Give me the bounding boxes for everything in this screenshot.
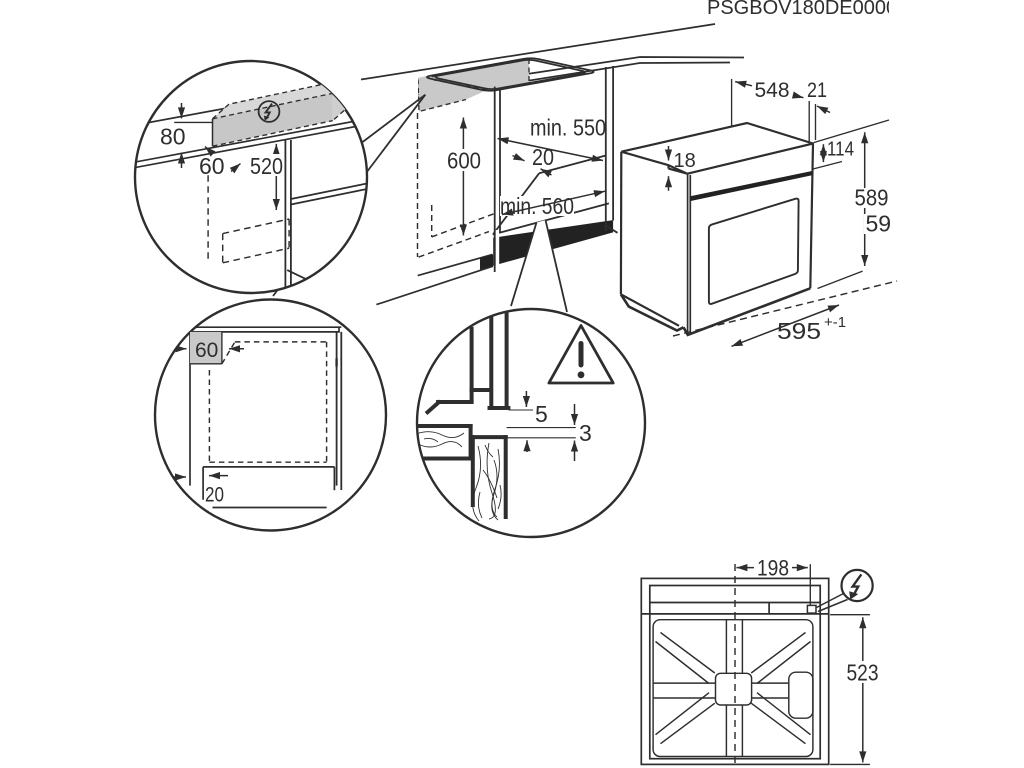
svg-text:114: 114 <box>827 139 854 161</box>
svg-text:PSGBOV180DE0000: PSGBOV180DE0000 <box>707 0 897 19</box>
svg-text:59: 59 <box>866 211 892 237</box>
svg-text:5: 5 <box>535 401 548 427</box>
svg-text:548: 548 <box>754 79 789 102</box>
svg-text:523: 523 <box>847 660 879 686</box>
svg-text:60: 60 <box>195 339 218 362</box>
svg-text:60: 60 <box>199 153 225 179</box>
svg-text:80: 80 <box>160 124 186 150</box>
svg-text:18: 18 <box>674 150 696 172</box>
svg-text:20: 20 <box>532 144 554 170</box>
svg-text:520: 520 <box>250 153 283 179</box>
svg-text:min. 550: min. 550 <box>530 115 606 141</box>
svg-text:589: 589 <box>855 185 889 211</box>
svg-text:600: 600 <box>447 148 481 174</box>
svg-text:21: 21 <box>807 79 827 102</box>
svg-text:3: 3 <box>579 420 592 446</box>
svg-text:20: 20 <box>205 484 224 507</box>
svg-text:198: 198 <box>757 556 789 581</box>
svg-text:+-1: +-1 <box>824 314 846 331</box>
svg-text:595: 595 <box>777 318 821 344</box>
